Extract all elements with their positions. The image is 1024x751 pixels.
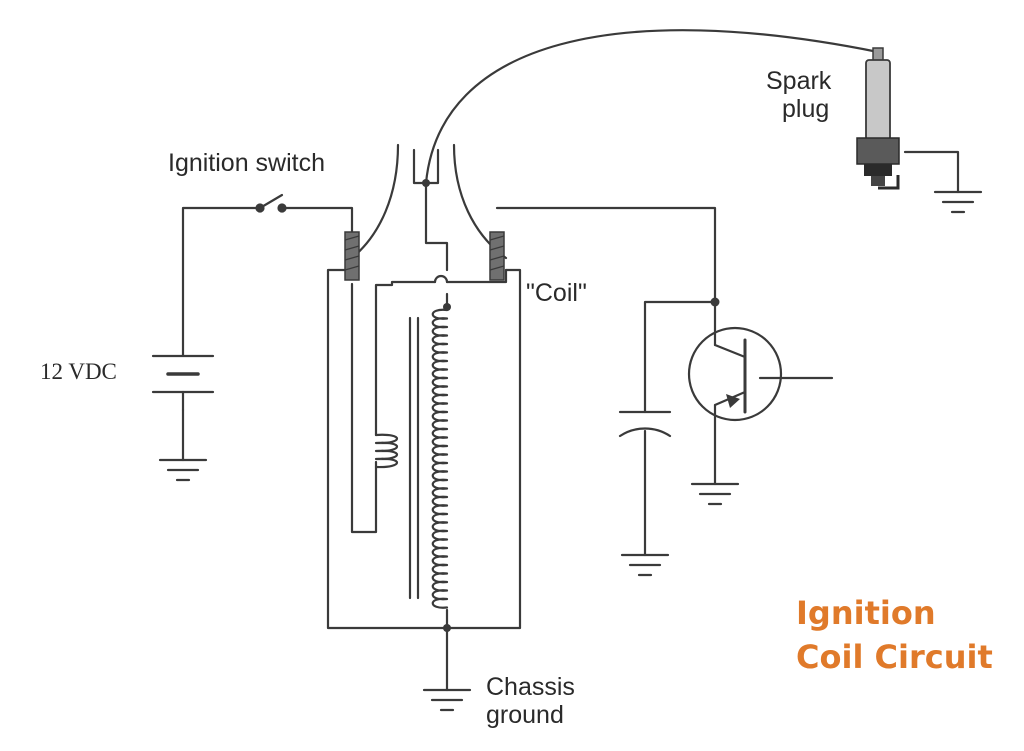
chassis-ground-label-line1: Chassis (486, 673, 575, 701)
transistor-symbol (687, 326, 783, 422)
battery-ground-symbol (158, 458, 208, 482)
chassis-ground-label-line2: ground (486, 701, 564, 729)
spark-plug-ground-wire (903, 150, 983, 214)
transistor-ground-symbol (690, 482, 740, 506)
junction-dots (422, 179, 720, 632)
coil-terminals (344, 231, 505, 281)
iron-core (408, 316, 420, 600)
chassis-ground-symbol (422, 688, 472, 712)
coil-housing (326, 143, 522, 630)
battery-voltage-label: 12 VDC (40, 359, 117, 384)
high-tension-lead (424, 29, 880, 185)
diagram-title-line2: Coil Circuit (796, 638, 993, 676)
spark-plug-label-line2: plug (782, 95, 830, 123)
spark-plug-label-line1: Spark (766, 67, 832, 95)
spark-plug (856, 47, 900, 190)
coil-label: "Coil" (526, 279, 587, 307)
capacitor-ground-symbol (620, 553, 670, 577)
battery-wire (181, 206, 354, 357)
transistor-wiring (495, 206, 834, 486)
primary-winding-wiring (350, 268, 508, 534)
ignition-switch-label: Ignition switch (168, 149, 326, 177)
battery-symbol (151, 354, 215, 462)
ignition-switch (255, 193, 287, 213)
primary-winding (374, 433, 398, 469)
diagram-title-line1: Ignition (796, 594, 936, 632)
secondary-winding (431, 308, 449, 609)
capacitor-symbol (618, 410, 672, 557)
